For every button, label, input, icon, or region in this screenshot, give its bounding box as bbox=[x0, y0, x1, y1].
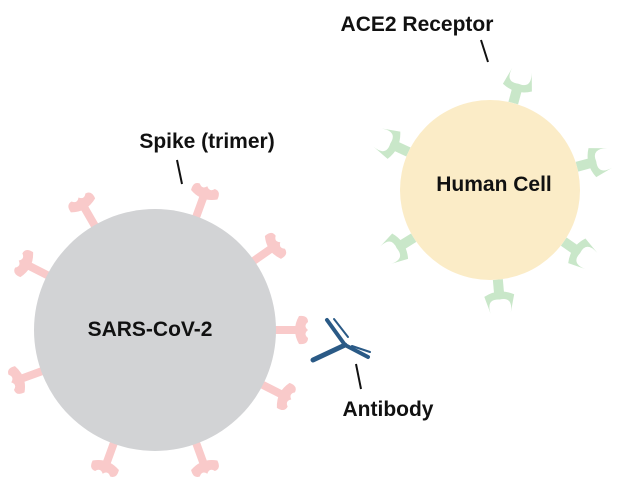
ace2-receptor-leader-line bbox=[480, 39, 489, 63]
antibody-label: Antibody bbox=[343, 398, 434, 421]
antibody-light-chain-lower bbox=[351, 345, 371, 353]
antibody-light-chain-upper bbox=[333, 318, 349, 338]
human-cell-group: Human Cell bbox=[371, 66, 614, 315]
ace2-receptor-1 bbox=[498, 66, 537, 107]
spike-leader-line bbox=[176, 159, 183, 185]
spike-label: Spike (trimer) bbox=[139, 130, 274, 153]
virus-group: SARS-CoV-2 bbox=[6, 181, 308, 479]
antibody-icon bbox=[310, 318, 371, 363]
ace2-receptor-label: ACE2 Receptor bbox=[341, 13, 494, 36]
antibody-arm-lower bbox=[343, 343, 370, 359]
antibody-leader-line bbox=[355, 363, 362, 390]
antibody-stem bbox=[310, 342, 348, 363]
virus-label: SARS-CoV-2 bbox=[88, 318, 213, 341]
human-cell-body bbox=[400, 100, 580, 280]
antibody-arm-upper bbox=[325, 318, 347, 347]
ace2-receptor-2 bbox=[573, 143, 614, 182]
ace2-receptor-4 bbox=[482, 278, 516, 315]
human-cell-label: Human Cell bbox=[436, 173, 552, 196]
virus-body bbox=[34, 209, 276, 451]
